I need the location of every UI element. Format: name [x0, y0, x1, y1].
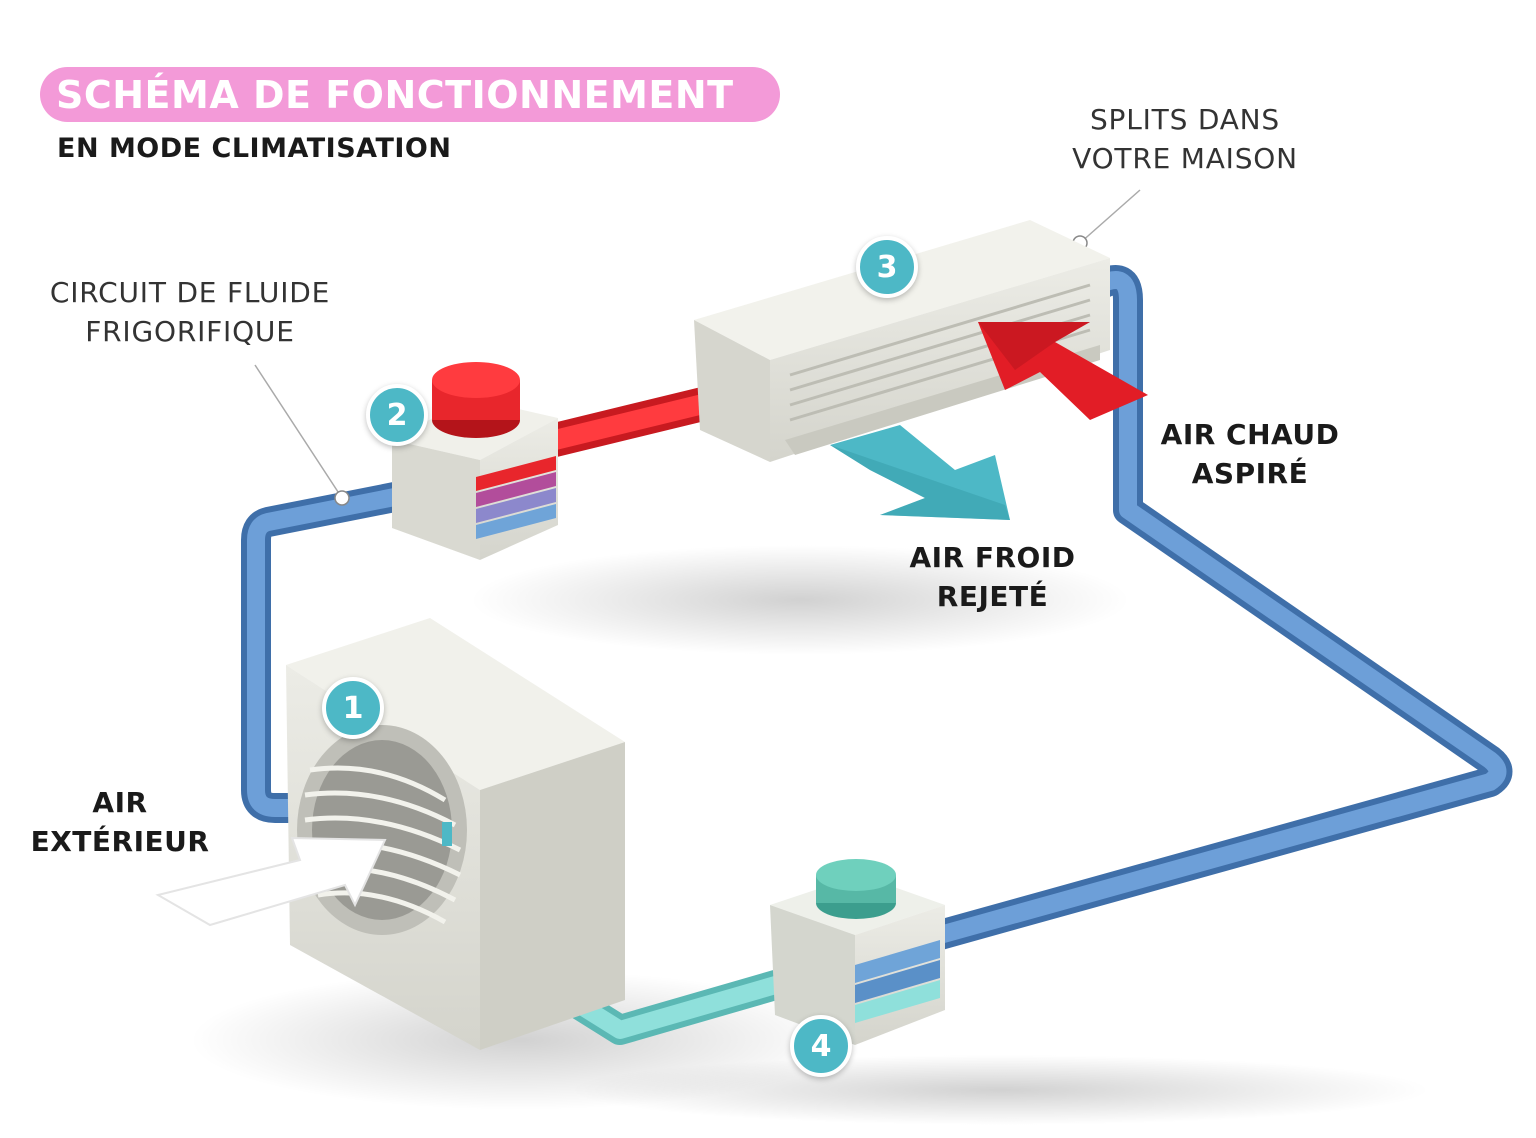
label-outside-air: AIR EXTÉRIEUR — [20, 783, 220, 861]
badge-1: 1 — [322, 677, 384, 739]
label-cold-air: AIR FROID REJETÉ — [895, 538, 1090, 616]
label-hot-air-line2: ASPIRÉ — [1191, 457, 1309, 491]
page-subtitle: EN MODE CLIMATISATION — [57, 133, 452, 164]
label-splits: SPLITS DANS VOTRE MAISON — [1055, 100, 1315, 178]
expansion-valve-unit — [770, 859, 945, 1045]
refrigerant-pipe-blue-highlight — [247, 483, 429, 817]
floor-shadow — [570, 1055, 1430, 1125]
floor-shadow — [470, 545, 1130, 655]
leader-line-splits — [1079, 189, 1141, 244]
label-circuit-line1: CIRCUIT DE FLUIDE — [49, 276, 331, 309]
hot-air-arrow-shade — [978, 322, 1090, 370]
label-splits-line2: VOTRE MAISON — [1072, 142, 1298, 176]
label-circuit: CIRCUIT DE FLUIDE FRIGORIFIQUE — [40, 273, 340, 351]
outdoor-unit — [286, 618, 625, 1050]
compressor-unit — [392, 362, 558, 560]
label-circuit-line2: FRIGORIFIQUE — [85, 315, 295, 349]
leader-dot-circuit — [334, 490, 350, 506]
label-hot-air-line1: AIR CHAUD — [1160, 418, 1340, 451]
leader-line-circuit — [254, 364, 343, 499]
title-pill: SCHÉMA DE FONCTIONNEMENT — [40, 67, 780, 122]
page-title: SCHÉMA DE FONCTIONNEMENT — [56, 72, 734, 117]
badge-2: 2 — [366, 384, 428, 446]
badge-4: 4 — [790, 1015, 852, 1077]
label-hot-air: AIR CHAUD ASPIRÉ — [1150, 415, 1350, 493]
badge-3: 3 — [856, 236, 918, 298]
label-cold-air-line2: REJETÉ — [936, 580, 1049, 614]
outside-air-arrow — [155, 836, 387, 927]
label-splits-line1: SPLITS DANS — [1089, 103, 1281, 136]
label-outside-air-line2: EXTÉRIEUR — [30, 825, 210, 859]
label-outside-air-line1: AIR — [92, 786, 148, 819]
cold-air-arrow-shade — [830, 445, 1010, 520]
label-cold-air-line1: AIR FROID — [909, 541, 1076, 574]
refrigerant-pipe-blue-loop-highlight — [931, 271, 1507, 944]
